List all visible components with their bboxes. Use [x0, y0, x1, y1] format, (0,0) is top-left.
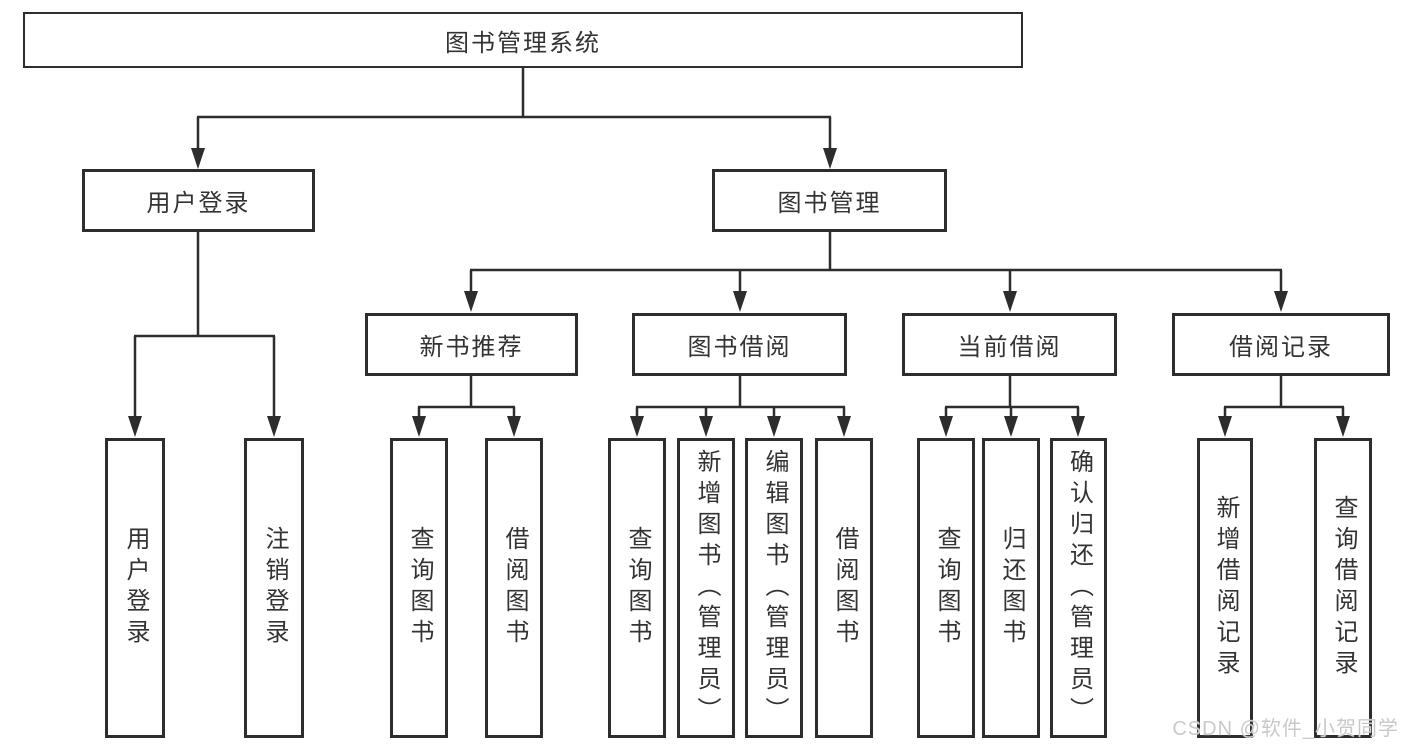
leaf-user-login-label: 用户登录	[122, 526, 149, 650]
node-book-borrowing-label: 图书借阅	[687, 334, 792, 361]
leaf-return-books: 归还图书	[982, 438, 1040, 738]
leaf-confirm-return-admin: 确认归还（管理员）	[1050, 438, 1107, 738]
leaf-query-books-borrow-label: 查询图书	[624, 526, 651, 650]
leaf-return-books-label: 归还图书	[998, 526, 1025, 650]
node-book-borrowing: 图书借阅	[632, 313, 847, 376]
node-root-label: 图书管理系统	[445, 29, 601, 57]
leaf-query-books-newrec-label: 查询图书	[406, 526, 433, 650]
node-borrowing-records: 借阅记录	[1172, 313, 1390, 376]
edge-book-borrowing-to-leaves	[630, 376, 851, 437]
edge-user-login-to-leaves	[128, 232, 281, 437]
edge-root-to-level2	[191, 68, 837, 169]
leaf-borrow-books-newrec: 借阅图书	[485, 438, 543, 738]
edge-borrowing-records-to-leaves	[1218, 376, 1350, 437]
node-user-login: 用户登录	[82, 169, 315, 232]
edge-current-borrowing-to-leaves	[939, 376, 1085, 437]
leaf-edit-books-admin-label: 编辑图书（管理员）	[761, 448, 788, 728]
leaf-add-books-admin: 新增图书（管理员）	[677, 438, 735, 738]
node-current-borrowing: 当前借阅	[902, 313, 1117, 376]
node-user-login-label: 用户登录	[146, 190, 251, 217]
leaf-user-login: 用户登录	[105, 438, 165, 738]
leaf-borrow-books-borrow: 借阅图书	[815, 438, 873, 738]
leaf-query-books-borrow: 查询图书	[608, 438, 666, 738]
leaf-add-books-admin-label: 新增图书（管理员）	[693, 448, 720, 728]
leaf-borrow-books-borrow-label: 借阅图书	[831, 526, 858, 650]
node-book-management-label: 图书管理	[777, 190, 882, 217]
leaf-borrow-books-newrec-label: 借阅图书	[501, 526, 528, 650]
csdn-watermark: CSDN @软件_小贺同学	[1172, 718, 1399, 740]
leaf-logout-label: 注销登录	[261, 526, 288, 650]
node-new-book-recommend: 新书推荐	[365, 313, 578, 376]
node-borrowing-records-label: 借阅记录	[1229, 334, 1333, 361]
edge-book-management-to-level3	[464, 232, 1288, 312]
leaf-add-borrow-record-label: 新增借阅记录	[1212, 495, 1239, 681]
edge-new-book-recommend-to-leaves	[412, 376, 521, 437]
leaf-add-borrow-record: 新增借阅记录	[1197, 438, 1253, 738]
leaf-query-borrow-record: 查询借阅记录	[1314, 438, 1372, 738]
node-new-book-recommend-label: 新书推荐	[419, 334, 524, 361]
leaf-query-books-current: 查询图书	[917, 438, 975, 738]
node-book-management: 图书管理	[712, 169, 947, 232]
leaf-query-books-newrec: 查询图书	[390, 438, 448, 738]
leaf-confirm-return-admin-label: 确认归还（管理员）	[1065, 448, 1093, 728]
leaf-query-books-current-label: 查询图书	[933, 526, 960, 650]
leaf-query-borrow-record-label: 查询借阅记录	[1330, 495, 1357, 681]
node-current-borrowing-label: 当前借阅	[957, 334, 1062, 361]
leaf-edit-books-admin: 编辑图书（管理员）	[745, 438, 803, 738]
node-root: 图书管理系统	[23, 12, 1023, 68]
leaf-logout: 注销登录	[244, 438, 304, 738]
